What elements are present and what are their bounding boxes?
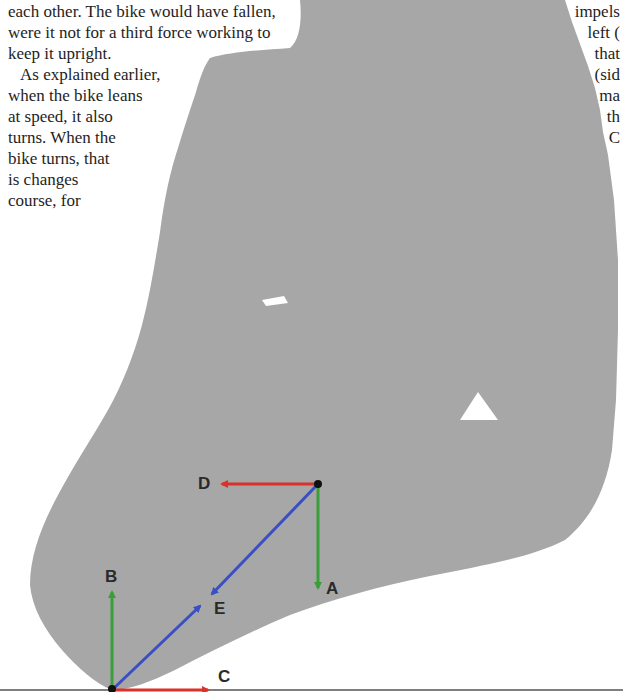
body-text-fragment: ma (599, 85, 620, 106)
body-text-line: each other. The bike would have fallen, (8, 1, 276, 22)
vector-label: B (105, 568, 117, 586)
vector-label: E (214, 600, 225, 618)
force-d (222, 483, 318, 486)
body-text-fragment: (sid (595, 64, 621, 85)
force-b (111, 592, 114, 690)
body-text-line: when the bike leans (8, 85, 143, 106)
force-e-bottom (112, 606, 200, 690)
body-text-fragment: th (607, 106, 620, 127)
body-text-line: is changes (8, 169, 78, 190)
body-text-fragment: that (595, 43, 621, 64)
body-text-line: bike turns, that (8, 148, 110, 169)
force-a (317, 484, 320, 588)
body-text-line: at speed, it also (8, 106, 113, 127)
body-text-line: course, for (8, 190, 81, 211)
ground-line (0, 689, 623, 691)
body-text-fragment: C (609, 127, 620, 148)
body-text-line: keep it upright. (8, 43, 111, 64)
vector-label: D (198, 475, 210, 493)
body-text-line: As explained earlier, (20, 64, 160, 85)
body-text-fragment: left ( (587, 22, 620, 43)
body-text-line: turns. When the (8, 127, 116, 148)
centre-of-mass-dot (314, 480, 322, 488)
force-e-top (212, 484, 318, 594)
body-text-fragment: impels (575, 1, 620, 22)
contact-patch-dot (108, 685, 116, 692)
force-c (112, 689, 208, 692)
mirror (318, 30, 349, 62)
highlight (262, 296, 288, 306)
vector-label: A (326, 580, 338, 598)
body-text-line: were it not for a third force working to (8, 22, 270, 43)
vector-label: C (218, 668, 230, 686)
highlight-triangle (460, 392, 498, 420)
